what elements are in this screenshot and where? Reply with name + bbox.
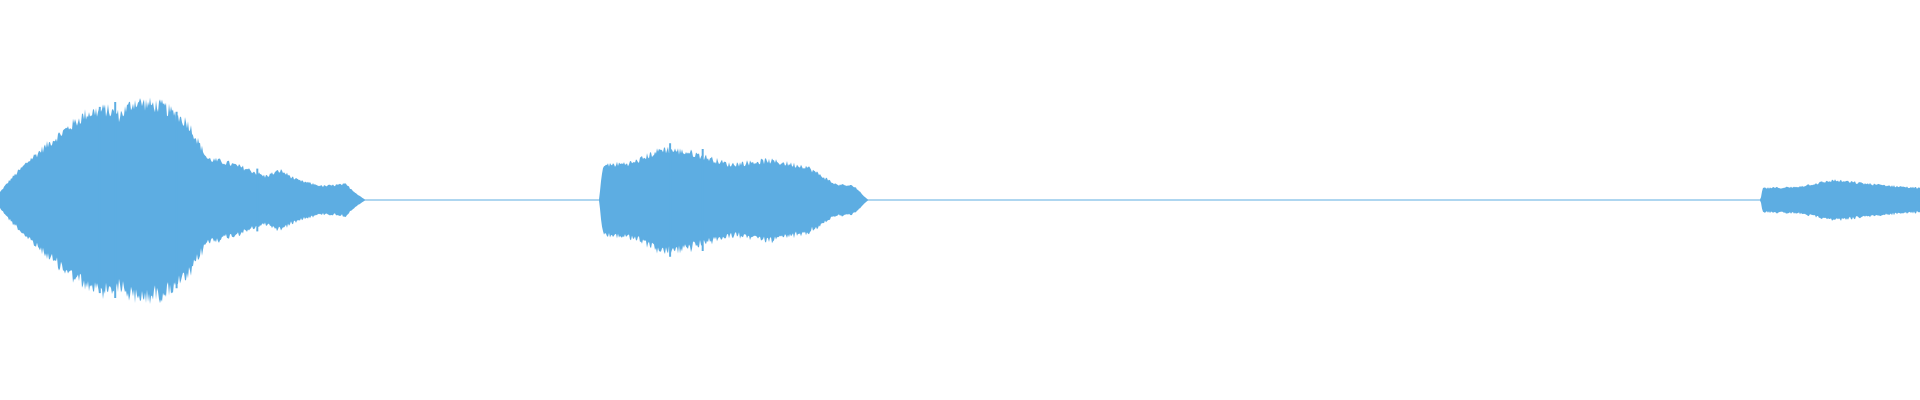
waveform-transients [98,102,704,298]
waveform-amplitude [0,97,1920,304]
